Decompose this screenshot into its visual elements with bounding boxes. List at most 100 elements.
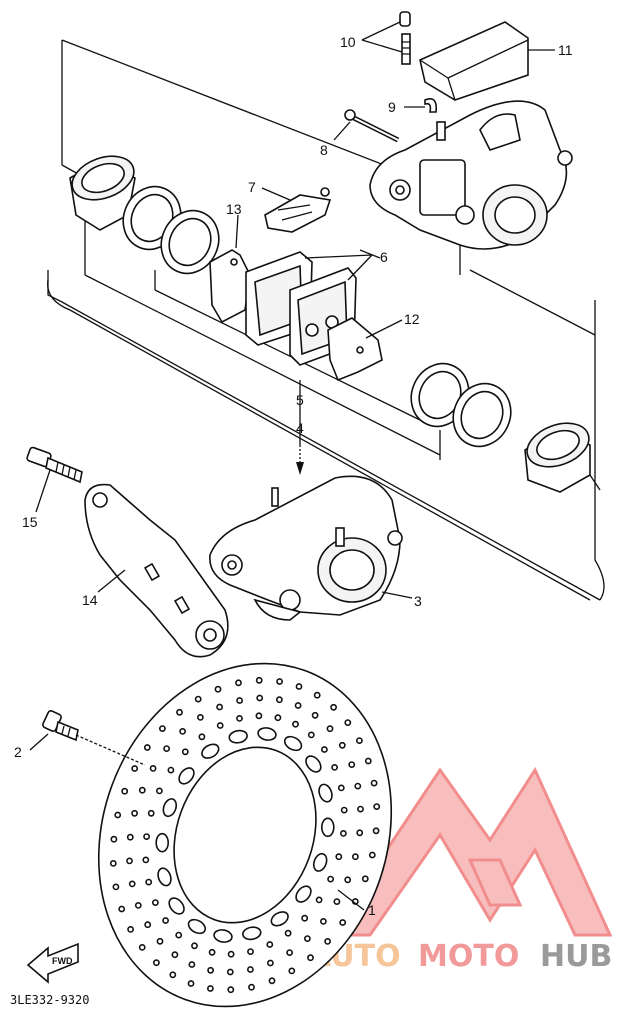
- disc-slot: [187, 918, 207, 935]
- disc-hole: [128, 880, 136, 888]
- disc-hole: [333, 898, 341, 905]
- disc-hole: [206, 985, 214, 992]
- label-part-2: 2: [14, 744, 22, 760]
- disc-hole: [121, 787, 129, 795]
- disc-slot: [305, 755, 322, 773]
- disc-hole: [118, 905, 126, 913]
- disc-hole: [373, 803, 381, 810]
- disc-hole: [143, 833, 150, 840]
- disc-slot: [318, 783, 333, 803]
- disc-hole: [226, 968, 234, 976]
- disc-hole: [145, 878, 153, 886]
- disc-hole: [110, 835, 118, 843]
- caliper-housing-exploded: [369, 100, 573, 250]
- disc-hole: [126, 857, 133, 865]
- disc-slot: [257, 727, 277, 741]
- disc-hole: [187, 980, 195, 987]
- disc-slot: [228, 729, 248, 744]
- piston-outer: [524, 422, 591, 493]
- disc-hole: [196, 714, 204, 721]
- pad-cover: [419, 21, 529, 101]
- fwd-arrow: FWD: [26, 942, 79, 984]
- bracket-bolt: [26, 446, 83, 484]
- disc-hole: [307, 954, 314, 962]
- watermark-logo: [327, 766, 613, 937]
- disc-slot: [295, 885, 312, 903]
- disc-slot: [168, 897, 185, 915]
- disc-slot: [178, 767, 195, 785]
- disc-hole: [307, 731, 315, 739]
- disc-hole: [338, 741, 346, 749]
- piston-seals-inner: [122, 185, 220, 275]
- disc-hole: [198, 733, 206, 741]
- disc-hole: [163, 745, 170, 752]
- disc-slot: [157, 867, 172, 887]
- label-part-9: 9: [388, 99, 396, 115]
- label-part-6: 6: [380, 249, 388, 265]
- label-part-13: 13: [226, 201, 242, 217]
- disc-hole: [319, 918, 327, 925]
- label-part-1: 1: [368, 902, 376, 918]
- disc-hole: [294, 702, 302, 709]
- disc-hole: [275, 696, 283, 704]
- disc-hole: [284, 929, 292, 937]
- disc-hole: [227, 950, 235, 958]
- label-part-14: 14: [82, 592, 98, 608]
- disc-hole: [276, 678, 283, 685]
- label-part-8: 8: [320, 142, 328, 158]
- disc-hole: [255, 712, 263, 720]
- disc-hole: [127, 926, 134, 933]
- disc-hole: [131, 765, 139, 772]
- disc-hole: [368, 851, 376, 859]
- disc-hole: [315, 896, 323, 904]
- disc-slot: [320, 817, 335, 838]
- pad-shim-inner: [209, 249, 251, 324]
- disc-holes: [109, 676, 381, 994]
- disc-hole: [236, 697, 243, 704]
- disc-hole: [138, 944, 146, 951]
- fwd-label: FWD: [52, 956, 73, 966]
- disc-hole: [248, 983, 255, 991]
- disc-hole: [131, 809, 138, 817]
- disc-hole: [208, 948, 216, 956]
- separator-curve: [47, 279, 591, 601]
- disc-hole: [301, 914, 309, 922]
- label-part-11: 11: [558, 42, 573, 58]
- disc-hole: [134, 902, 142, 909]
- disc-hole: [370, 779, 378, 787]
- disc-hole: [216, 703, 223, 711]
- disc-hole: [247, 948, 254, 955]
- pad-shim-outer: [327, 317, 383, 382]
- disc-hole: [155, 787, 163, 795]
- disc-hole: [246, 966, 254, 973]
- disc-slot: [283, 735, 303, 752]
- disc-hole: [348, 761, 356, 768]
- leader-lines: [29, 21, 555, 911]
- label-part-5: 5: [296, 392, 304, 408]
- disc-hole: [320, 746, 328, 753]
- disc-slot: [312, 852, 328, 872]
- disc-hole: [138, 786, 146, 794]
- disc-hole: [324, 938, 331, 945]
- disc-hole: [361, 875, 369, 883]
- disc-hole: [288, 967, 296, 975]
- disc-hole: [179, 728, 186, 735]
- pad-pin: [344, 109, 400, 143]
- label-part-10: 10: [340, 34, 356, 50]
- pad-spring: [264, 187, 332, 233]
- disc-hole: [227, 986, 235, 994]
- disc-hole: [311, 711, 319, 719]
- disc-hole: [147, 809, 155, 817]
- caliper-bracket: [84, 483, 229, 658]
- disc-hole: [364, 757, 372, 765]
- disc-hole: [339, 830, 347, 837]
- disc-hole: [327, 875, 334, 883]
- disc-hole: [331, 764, 338, 771]
- watermark-hub: HUB: [540, 939, 612, 974]
- disc-hole: [142, 856, 150, 864]
- pad-clip: [424, 98, 438, 113]
- disc-hole: [207, 966, 214, 974]
- disc-hole: [156, 937, 164, 945]
- disc-hole: [326, 725, 334, 733]
